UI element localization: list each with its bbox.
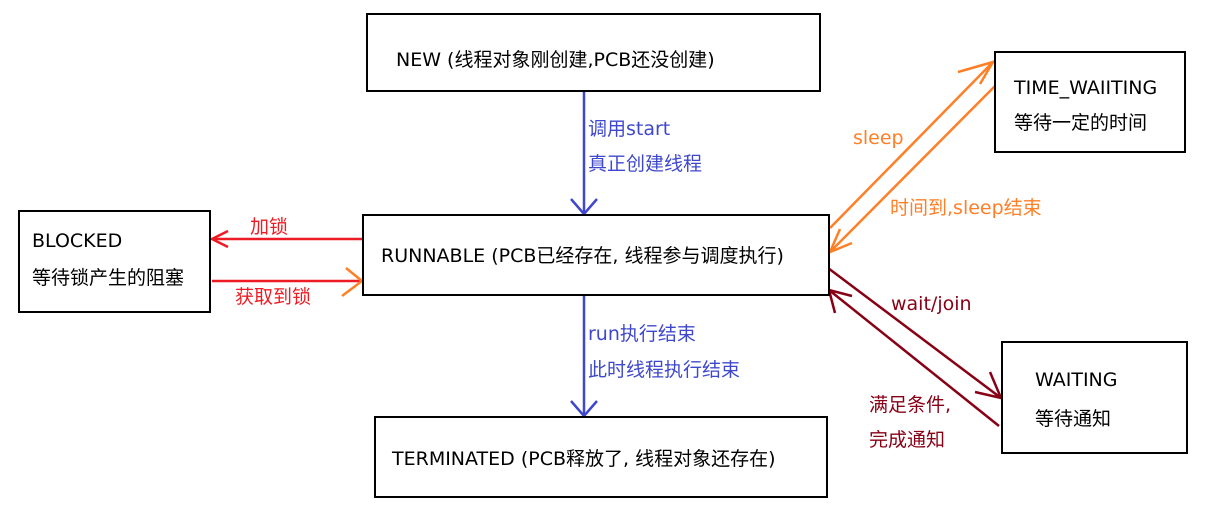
state-time-waiting-desc: 等待一定的时间 [1014,112,1148,134]
label-new-to-runnable-2: 真正创建线程 [588,153,703,175]
state-new: NEW (线程对象刚创建,PCB还没创建) [366,13,821,92]
label-runnable-to-time-waiting: sleep [853,127,904,149]
label-blocked-to-runnable: 获取到锁 [235,286,312,308]
label-waiting-to-runnable-2: 完成通知 [869,429,946,451]
arrow-time-waiting-to-runnable [827,85,996,255]
state-waiting-desc: 等待通知 [1035,408,1112,430]
state-runnable-label: RUNNABLE (PCB已经存在, 线程参与调度执行) [381,245,784,267]
state-waiting-title: WAITING [1035,369,1118,391]
arrow-runnable-to-blocked [209,229,362,249]
state-new-label: NEW (线程对象刚创建,PCB还没创建) [396,49,715,71]
state-waiting: WAITING 等待通知 [1001,341,1188,454]
state-terminated-label: TERMINATED (PCB释放了, 线程对象还存在) [392,448,776,470]
label-runnable-to-terminated-2: 此时线程执行结束 [588,359,741,381]
label-runnable-to-blocked: 加锁 [250,216,289,238]
arrow-runnable-to-terminated [570,296,598,418]
state-time-waiting-title: TIME_WAIITING [1014,77,1158,99]
state-blocked-desc: 等待锁产生的阻塞 [32,267,185,289]
label-new-to-runnable-1: 调用start [588,118,671,140]
arrow-runnable-to-waiting [827,267,1004,400]
label-time-waiting-to-runnable: 时间到,sleep结束 [890,197,1042,219]
label-runnable-to-waiting: wait/join [891,293,972,315]
state-runnable: RUNNABLE (PCB已经存在, 线程参与调度执行) [362,214,830,296]
label-waiting-to-runnable-1: 满足条件, [869,394,952,416]
state-blocked-title: BLOCKED [32,230,123,252]
state-time-waiting: TIME_WAIITING 等待一定的时间 [994,51,1186,153]
state-blocked: BLOCKED 等待锁产生的阻塞 [18,210,211,313]
label-runnable-to-terminated-1: run执行结束 [588,323,696,345]
arrow-runnable-to-time-waiting [829,59,996,229]
state-terminated: TERMINATED (PCB释放了, 线程对象还存在) [374,416,828,498]
